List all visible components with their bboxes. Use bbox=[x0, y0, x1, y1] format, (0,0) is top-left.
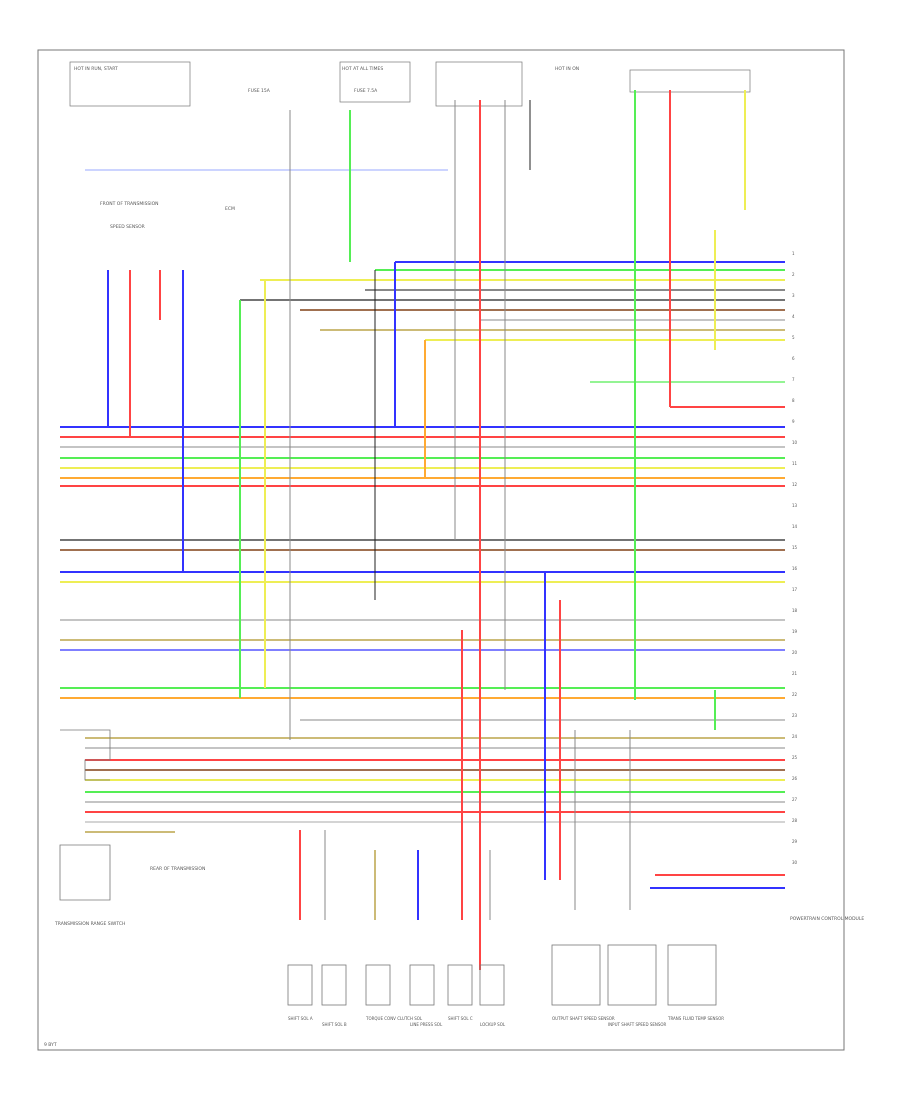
pcm-pin-7: 7 bbox=[792, 377, 795, 382]
rear-trans-label: REAR OF TRANSMISSION bbox=[150, 866, 205, 872]
top-left-box-label: HOT IN RUN, START bbox=[74, 66, 118, 72]
top-mid-box-label: HOT AT ALL TIMES bbox=[342, 66, 383, 72]
pcm-label: POWERTRAIN CONTROL MODULE bbox=[790, 916, 864, 922]
ecm-label: ECM bbox=[225, 206, 235, 212]
trans-switch-label: TRANSMISSION RANGE SWITCH bbox=[54, 921, 125, 927]
pcm-pin-23: 23 bbox=[792, 713, 798, 718]
component-label-c9: TRANS FLUID TEMP SENSOR bbox=[667, 1016, 724, 1021]
page-ref-label: 9 BYT bbox=[44, 1042, 57, 1048]
component-label-c8: INPUT SHAFT SPEED SENSOR bbox=[608, 1022, 667, 1027]
component-c6 bbox=[479, 964, 505, 1006]
front-trans-label: FRONT OF TRANSMISSION bbox=[100, 201, 159, 207]
fuse-b-label: FUSE 7.5A bbox=[354, 88, 378, 94]
pcm-pin-2: 2 bbox=[792, 272, 795, 277]
pcm-pin-30: 30 bbox=[792, 860, 798, 865]
pcm-pin-27: 27 bbox=[792, 797, 798, 802]
pcm-pin-29: 29 bbox=[792, 839, 798, 844]
bottom-components bbox=[287, 944, 717, 1006]
component-c3 bbox=[365, 964, 391, 1006]
pcm-pin-26: 26 bbox=[792, 776, 798, 781]
pcm-pin-6: 6 bbox=[792, 356, 795, 361]
top-power-boxes bbox=[69, 61, 751, 107]
pcm-pin-16: 16 bbox=[792, 566, 798, 571]
pcm-pin-24: 24 bbox=[792, 734, 798, 739]
pcm-pin-13: 13 bbox=[792, 503, 798, 508]
component-label-c3: TORQUE CONV CLUTCH SOL bbox=[365, 1016, 423, 1021]
pcm-pin-9: 9 bbox=[792, 419, 795, 424]
component-label-c6: LOCKUP SOL bbox=[480, 1022, 506, 1027]
pcm-pin-25: 25 bbox=[792, 755, 798, 760]
component-c2 bbox=[321, 964, 347, 1006]
component-c7 bbox=[551, 944, 601, 1006]
component-c5 bbox=[447, 964, 473, 1006]
pcm-pin-19: 19 bbox=[792, 629, 798, 634]
vertical-wires bbox=[107, 90, 746, 970]
pcm-pin-8: 8 bbox=[792, 398, 795, 403]
component-label-c2: SHIFT SOL B bbox=[322, 1022, 347, 1027]
component-label-c5: SHIFT SOL C bbox=[448, 1016, 473, 1021]
pcm-pin-17: 17 bbox=[792, 587, 798, 592]
pcm-pin-3: 3 bbox=[792, 293, 795, 298]
component-c1 bbox=[287, 964, 313, 1006]
pcm-pin-28: 28 bbox=[792, 818, 798, 823]
horizontal-wires bbox=[60, 169, 785, 889]
fuse-a-label: FUSE 15A bbox=[248, 88, 271, 94]
pcm-pin-column: 1234567891011121314151617181920212223242… bbox=[792, 251, 798, 865]
pcm-pin-18: 18 bbox=[792, 608, 798, 613]
component-label-c4: LINE PRESS SOL bbox=[410, 1022, 443, 1027]
speed-sensor-label: SPEED SENSOR bbox=[110, 224, 145, 230]
component-label-c1: SHIFT SOL A bbox=[288, 1016, 313, 1021]
component-c4 bbox=[409, 964, 435, 1006]
pcm-pin-22: 22 bbox=[792, 692, 798, 697]
pcm-pin-11: 11 bbox=[792, 461, 798, 466]
pcm-pin-10: 10 bbox=[792, 440, 798, 445]
pcm-pin-15: 15 bbox=[792, 545, 798, 550]
component-c8 bbox=[607, 944, 657, 1006]
pcm-pin-20: 20 bbox=[792, 650, 798, 655]
pcm-pin-1: 1 bbox=[792, 251, 795, 256]
trans-range-switch bbox=[59, 729, 111, 901]
pcm-pin-4: 4 bbox=[792, 314, 795, 319]
pcm-pin-21: 21 bbox=[792, 671, 798, 676]
top-right-box-label: HOT IN ON bbox=[555, 66, 579, 72]
pcm-pin-14: 14 bbox=[792, 524, 798, 529]
component-label-c7: OUTPUT SHAFT SPEED SENSOR bbox=[552, 1016, 615, 1021]
diagram-frame bbox=[37, 49, 845, 1051]
pcm-pin-5: 5 bbox=[792, 335, 795, 340]
component-c9 bbox=[667, 944, 717, 1006]
pcm-pin-12: 12 bbox=[792, 482, 798, 487]
